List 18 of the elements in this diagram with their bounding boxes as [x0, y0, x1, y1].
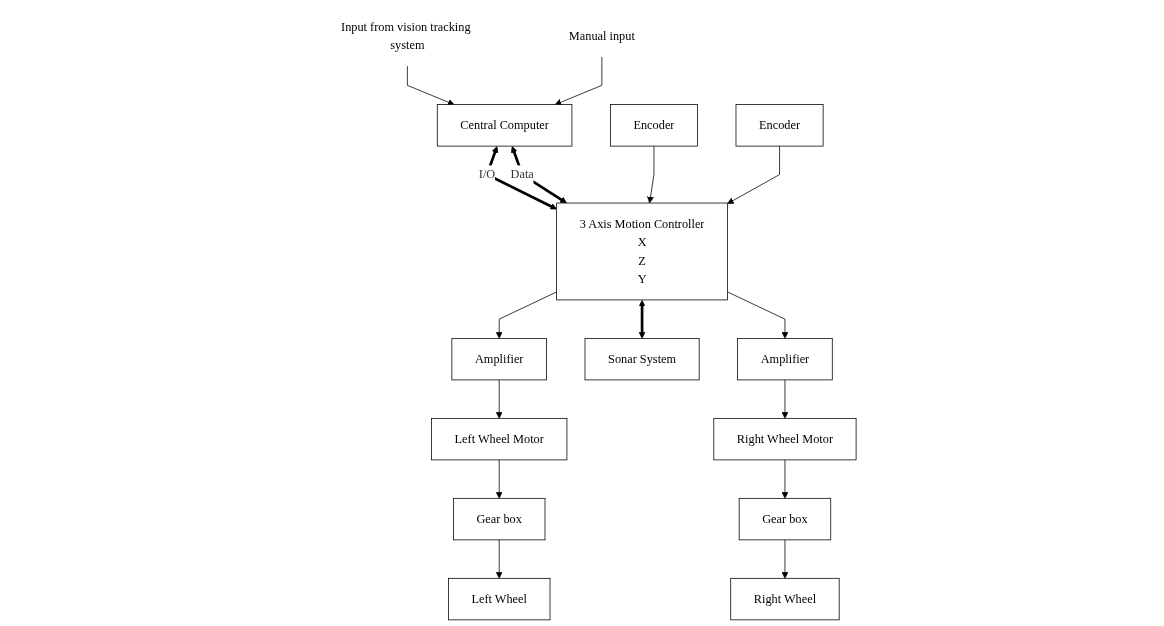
node-text: Manual input	[569, 29, 636, 43]
node-text: Input from vision tracking system	[341, 20, 471, 52]
node-box: Right Wheel	[730, 577, 840, 621]
node-box: Encoder	[610, 104, 699, 147]
edge-label: I/O	[479, 167, 496, 181]
edge-label: Data	[510, 167, 535, 181]
node-box: 3 Axis Motion Controller X Z Y	[556, 202, 729, 301]
node-box: Gear box	[739, 497, 832, 541]
node-box: Sonar System	[584, 338, 700, 381]
arrow	[638, 299, 646, 339]
node-box: Central Computer	[437, 104, 573, 147]
node-box: Amplifier	[737, 338, 833, 381]
node-box: Left Wheel Motor	[431, 417, 568, 461]
node-box: Gear box	[453, 497, 546, 541]
node-box: Right Wheel Motor	[713, 417, 857, 461]
node-box: Left Wheel	[448, 577, 551, 621]
node-box: Encoder	[735, 104, 824, 147]
node-box: Amplifier	[451, 338, 548, 381]
